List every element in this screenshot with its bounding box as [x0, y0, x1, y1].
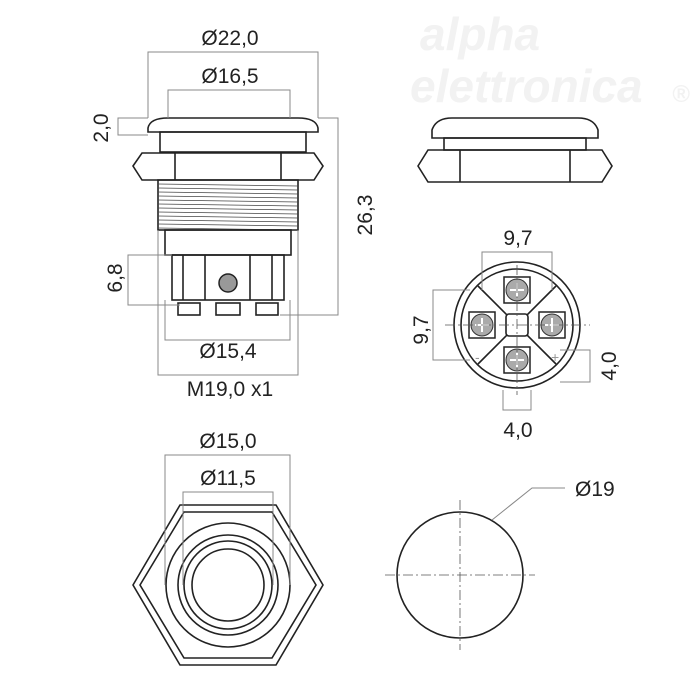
thread-line — [157, 211, 299, 215]
dim-total-height: 26,3 — [354, 195, 377, 236]
thread-line — [157, 199, 299, 203]
thread-line — [157, 219, 299, 223]
minus-terminal-label: - — [475, 349, 480, 365]
dim-outer-diameter: Ø15,0 — [199, 430, 256, 453]
dim-bottom-height: 9,7 — [410, 315, 433, 344]
watermark-registered: ® — [672, 81, 690, 108]
thread-line — [157, 183, 299, 187]
thread-line — [157, 223, 299, 227]
dim-terminal-offset: 4,0 — [598, 351, 621, 380]
watermark-text-1: alpha — [420, 8, 540, 60]
dim-button-diameter: Ø16,5 — [201, 65, 258, 88]
dim-bottom-width: 9,7 — [503, 227, 532, 250]
plus-terminal-label: + — [551, 349, 559, 365]
led-icon — [218, 273, 238, 293]
front-view — [132, 454, 324, 666]
dim-thread: M19,0 x1 — [187, 378, 273, 401]
panel-cutout — [385, 487, 565, 650]
bottom-view: - + — [432, 251, 591, 411]
thread-line — [157, 195, 299, 199]
thread-line — [157, 203, 299, 207]
watermark-text-2: elettronica — [410, 60, 643, 112]
dim-inner-diameter: Ø11,5 — [200, 467, 256, 490]
side-view — [117, 51, 339, 376]
thread-line — [157, 215, 299, 219]
dim-cutout-diameter: Ø19 — [575, 478, 615, 501]
dim-cap-diameter: Ø22,0 — [201, 27, 258, 50]
cap-nut-view — [417, 117, 613, 183]
dim-terminal-height: 6,8 — [104, 263, 127, 292]
thread-line — [157, 187, 299, 191]
dim-cap-height: 2,0 — [90, 113, 113, 142]
thread-line — [157, 207, 299, 211]
thread-line — [157, 191, 299, 195]
dim-terminal-width: 4,0 — [503, 419, 532, 442]
dim-body-diameter: Ø15,4 — [199, 340, 257, 363]
